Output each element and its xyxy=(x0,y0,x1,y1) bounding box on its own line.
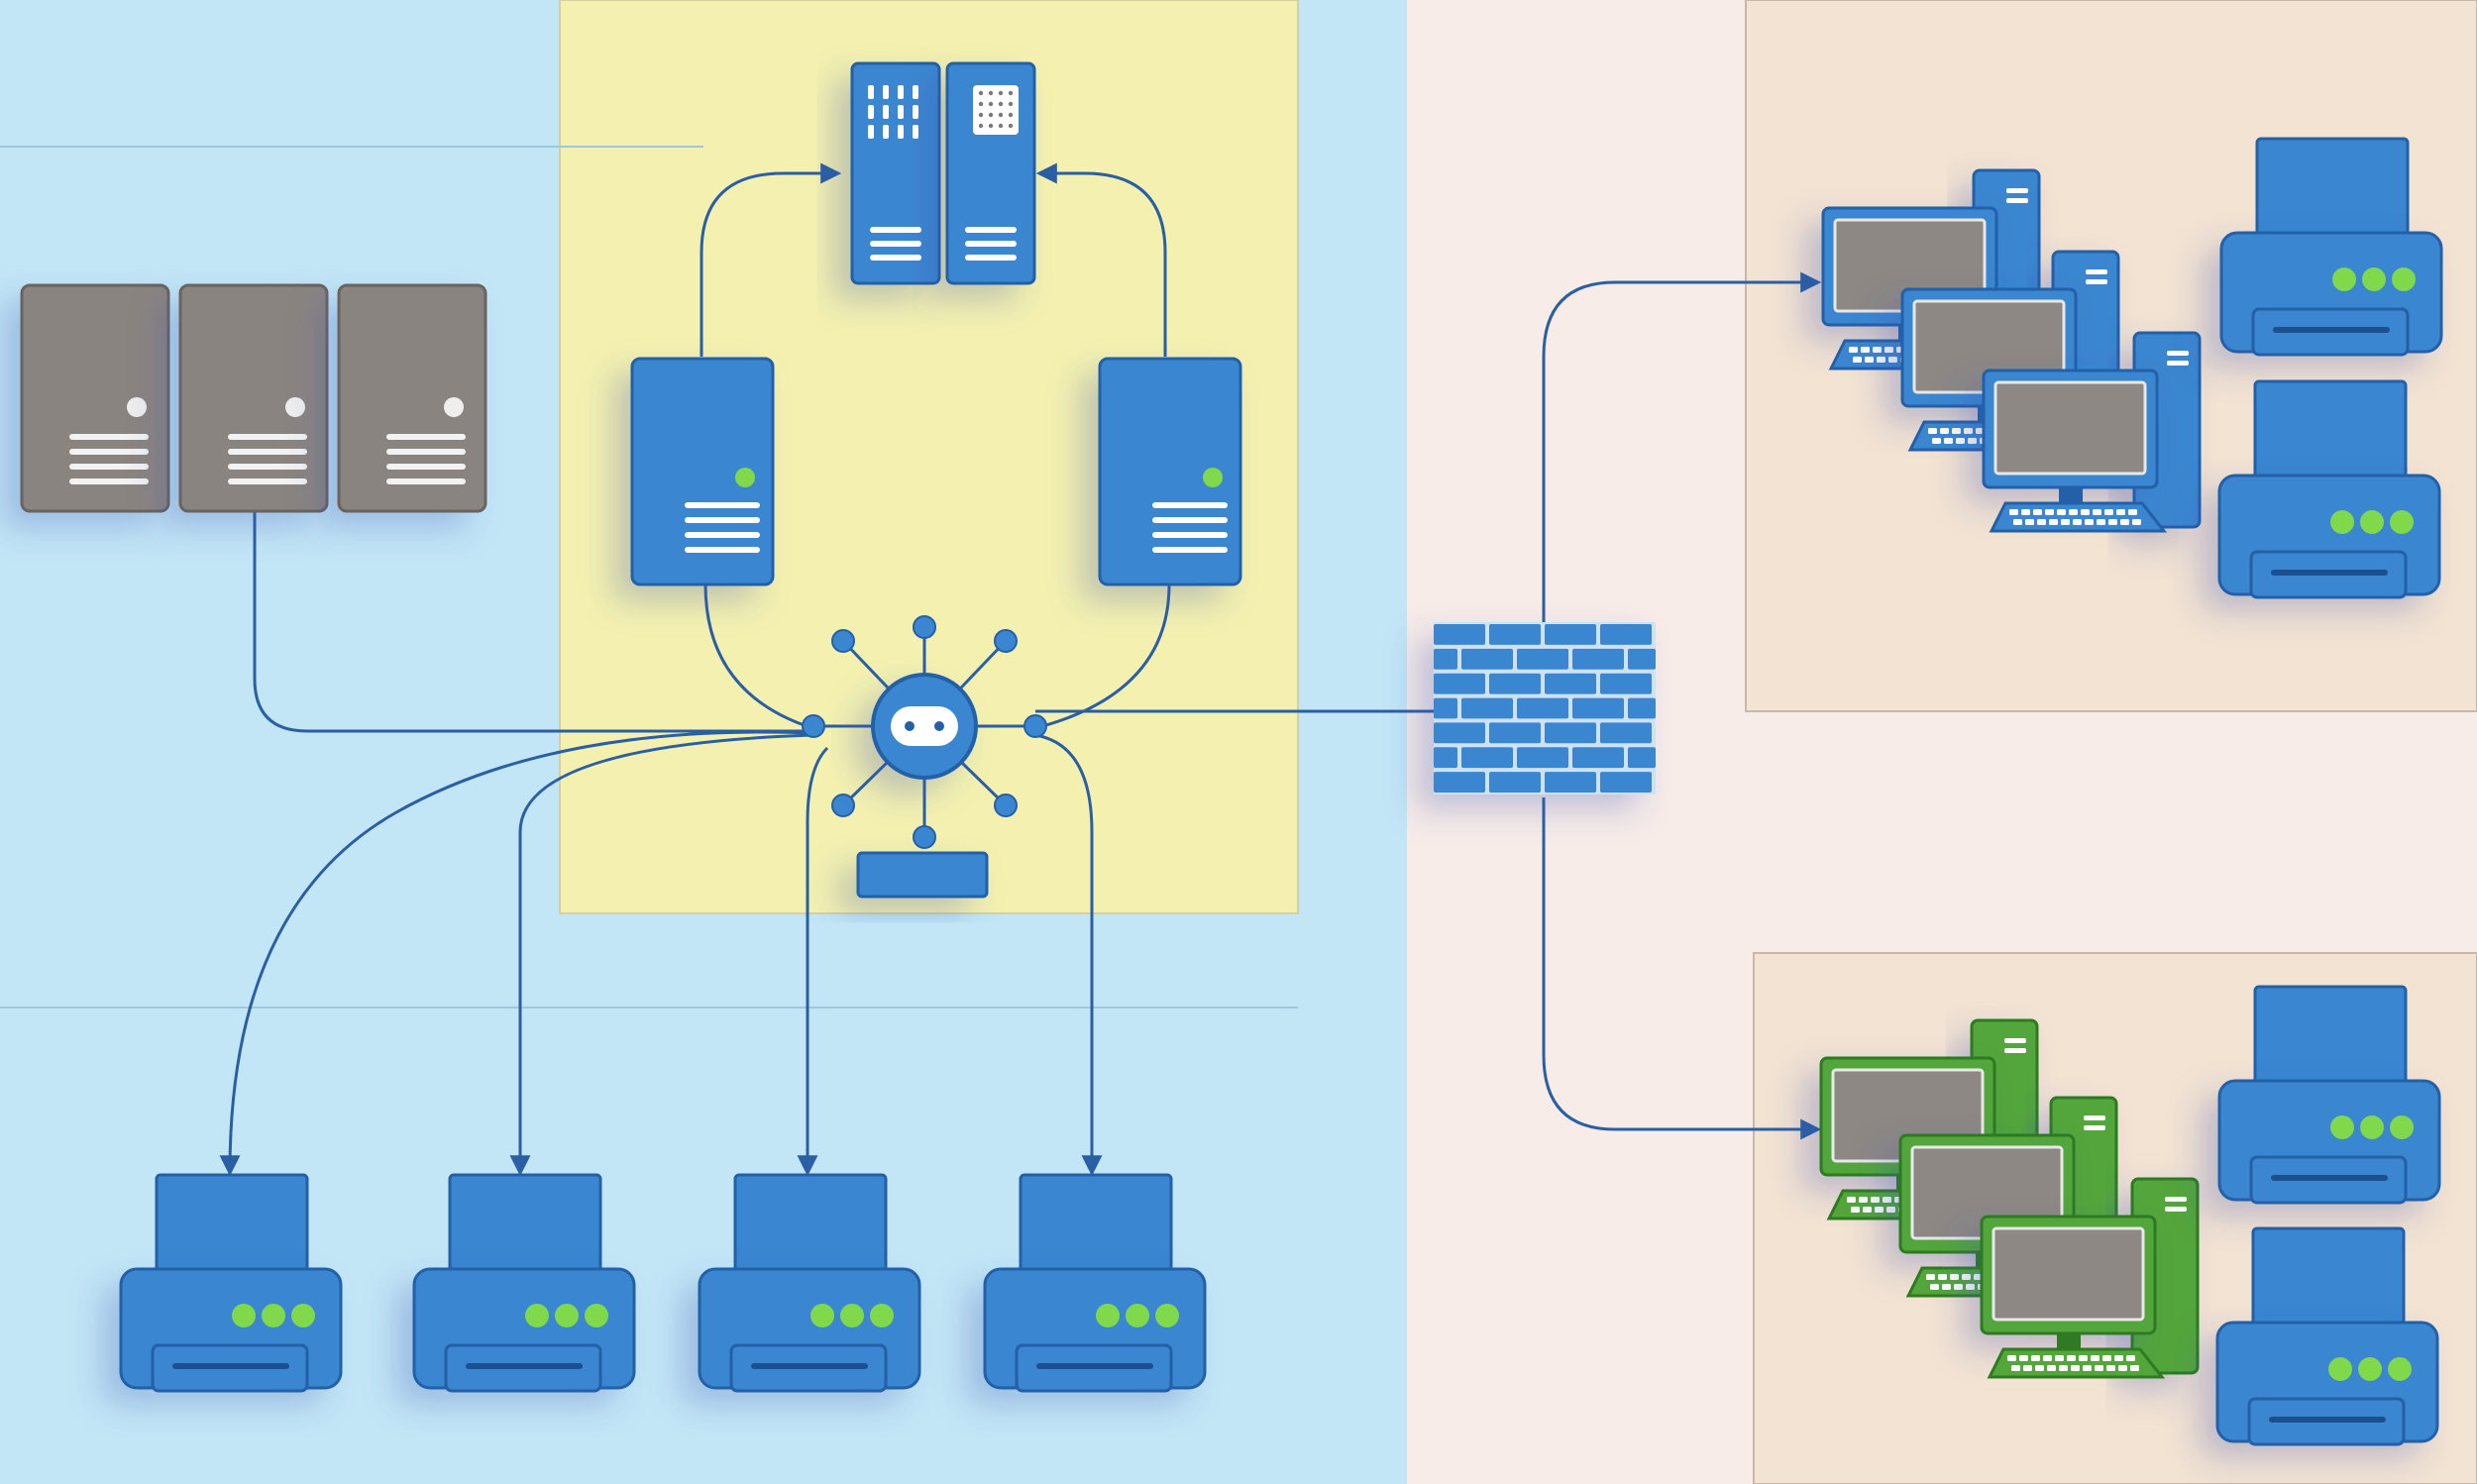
core-server-2 xyxy=(1098,357,1242,586)
printer-bottom-4 xyxy=(983,1173,1207,1393)
printer-office-top-2 xyxy=(2217,379,2441,599)
link-hub-to-printer-1 xyxy=(219,730,813,1177)
link-core-right-to-storage xyxy=(1035,162,1167,357)
gray-server-3 xyxy=(337,283,487,513)
printer-bottom-3 xyxy=(698,1173,921,1393)
link-firewall-to-office-top xyxy=(1542,271,1822,624)
printer-office-bottom-1 xyxy=(2217,985,2441,1205)
printer-bottom-2 xyxy=(412,1173,636,1393)
link-gray-servers-to-hub xyxy=(253,510,808,733)
core-server-1 xyxy=(630,357,775,586)
storage-server xyxy=(850,61,1036,285)
gray-server-2 xyxy=(178,283,329,513)
nodes xyxy=(20,61,2443,1446)
link-server-right-to-hub xyxy=(1034,583,1171,730)
printer-office-top-1 xyxy=(2219,137,2443,357)
link-server-left-to-hub xyxy=(703,583,813,730)
printer-office-bottom-2 xyxy=(2215,1226,2439,1446)
link-hub-to-printer-3 xyxy=(797,746,829,1177)
network-hub xyxy=(802,615,1047,899)
link-firewall-to-office-bottom xyxy=(1542,797,1822,1140)
link-hub-to-printer-4 xyxy=(1034,733,1103,1177)
link-hub-to-printer-2 xyxy=(509,733,813,1177)
firewall xyxy=(1434,622,1656,795)
links xyxy=(219,162,1822,1177)
workstation-top-3 xyxy=(1982,331,2202,533)
link-core-left-to-storage xyxy=(700,162,842,357)
gray-server-1 xyxy=(20,283,170,513)
workstation-bottom-3 xyxy=(1980,1177,2200,1379)
printer-bottom-1 xyxy=(119,1173,343,1393)
